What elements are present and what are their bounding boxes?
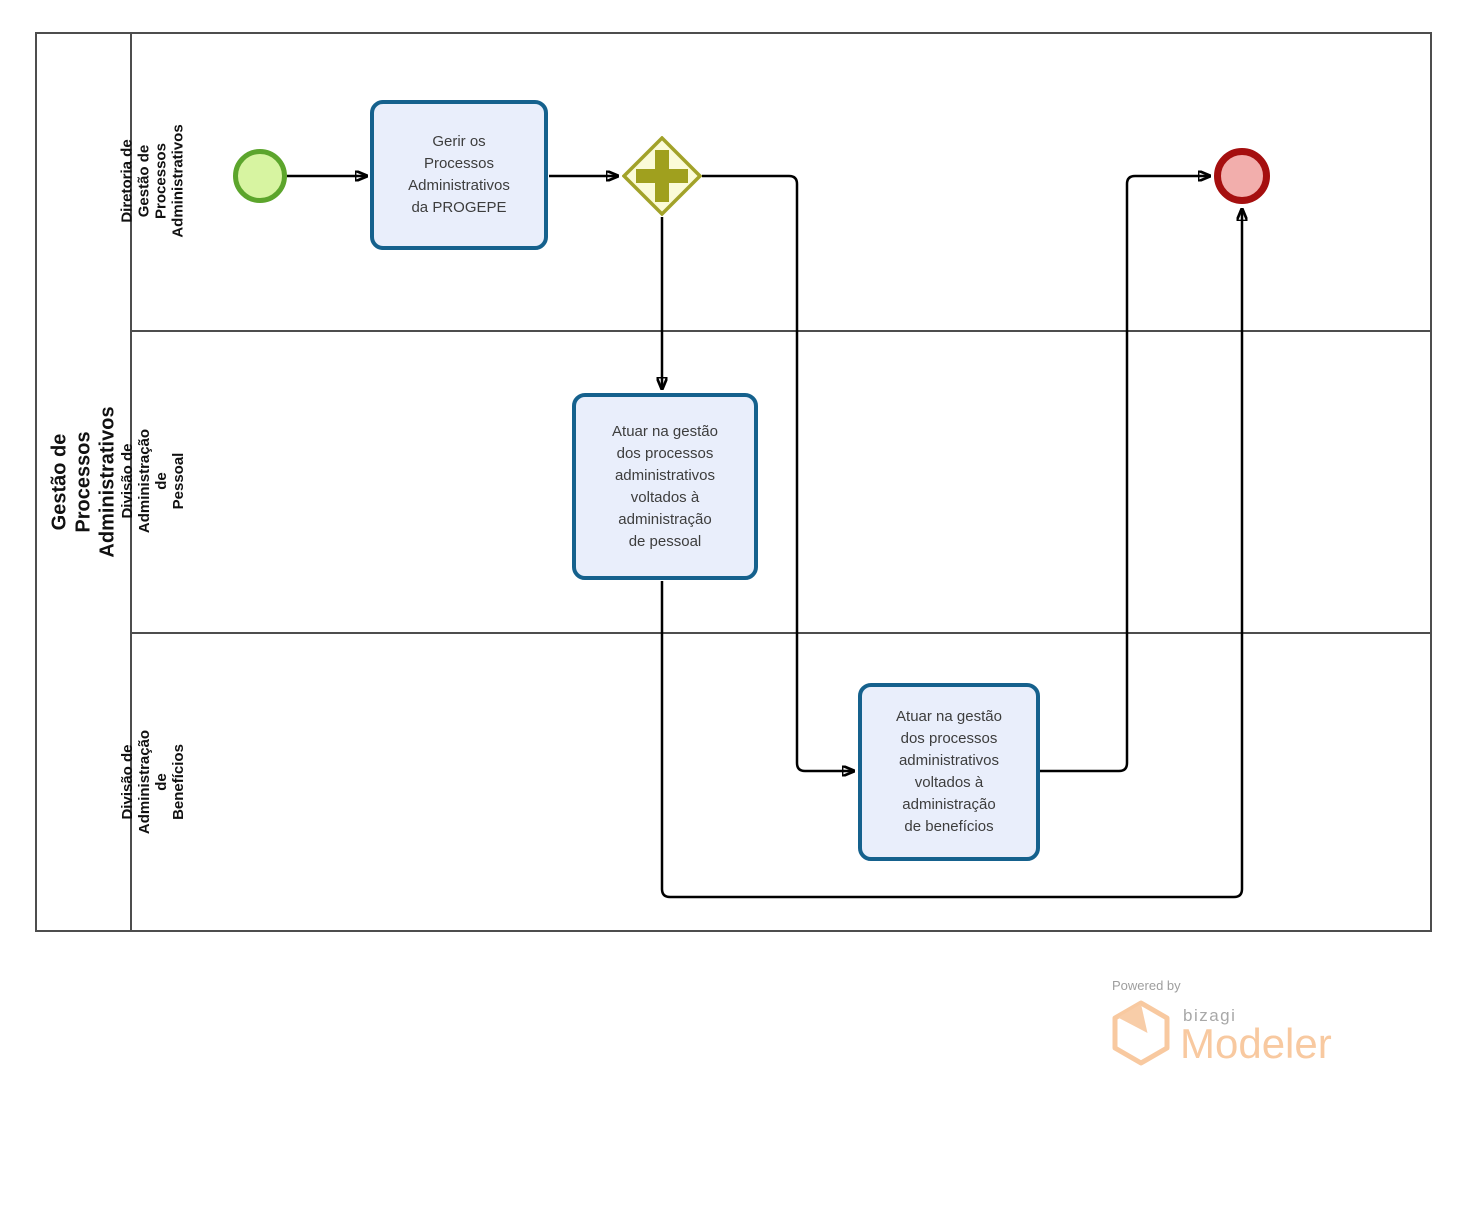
- pool-header: Gestão de Processos Administrativos: [37, 34, 132, 930]
- task-gestao-pessoal[interactable]: Atuar na gestão dos processos administra…: [572, 393, 758, 580]
- parallel-gateway-icon: [621, 135, 703, 217]
- lane-divider: [132, 632, 1430, 634]
- lane-label: Divisão de Administração de Benefícios: [119, 729, 188, 835]
- lane-header-beneficios: Divisão de Administração de Benefícios: [119, 632, 187, 932]
- task-label: Atuar na gestão dos processos administra…: [612, 422, 718, 550]
- lane-header-diretoria: Diretoria de Gestão de Processos Adminis…: [119, 32, 187, 330]
- modeler-product-text: Modeler: [1180, 1020, 1332, 1067]
- lane-label: Diretoria de Gestão de Processos Adminis…: [119, 124, 188, 238]
- powered-by-text: Powered by: [1112, 978, 1181, 993]
- lane-label: Divisão de Administração de Pessoal: [119, 428, 188, 534]
- task-gerir-processos[interactable]: Gerir os Processos Administrativos da PR…: [370, 100, 548, 250]
- lane-divider: [132, 330, 1430, 332]
- task-label: Gerir os Processos Administrativos da PR…: [408, 133, 510, 216]
- start-event[interactable]: [233, 149, 287, 203]
- lane-header-pessoal: Divisão de Administração de Pessoal: [119, 330, 187, 632]
- bizagi-modeler-watermark: Powered by bizagi Modeler: [1108, 976, 1408, 1096]
- pool-title: Gestão de Processos Administrativos: [48, 406, 119, 558]
- end-event[interactable]: [1214, 148, 1270, 204]
- parallel-gateway[interactable]: [621, 135, 703, 217]
- bizagi-box-icon: [1112, 1000, 1170, 1066]
- task-gestao-beneficios[interactable]: Atuar na gestão dos processos administra…: [858, 683, 1040, 861]
- bizagi-brand-text: bizagi: [1183, 1006, 1237, 1025]
- task-label: Atuar na gestão dos processos administra…: [896, 708, 1002, 835]
